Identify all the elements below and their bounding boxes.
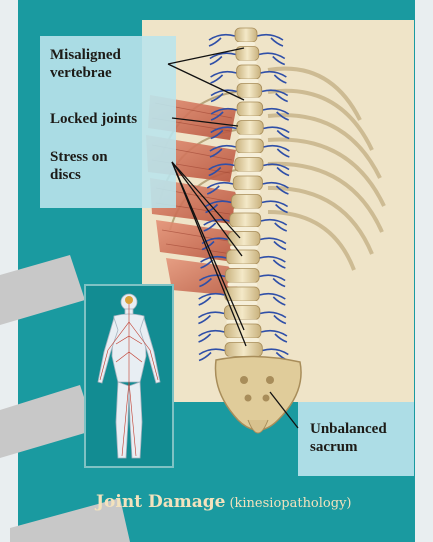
human-nervous-system-figure [86,286,172,466]
vertebra [225,287,260,301]
vertebra [225,269,259,283]
vertebra [225,343,262,357]
vertebra [237,121,264,135]
vertebra [237,102,263,116]
title-subtitle: (kinesiopathology) [229,496,351,511]
disc [234,209,260,213]
diagram-title: Joint Damage (kinesiopathology) [96,492,426,526]
disc [238,61,257,65]
label-misaligned-vertebrae: Misaligned vertebrae [50,46,121,82]
disc [238,153,261,157]
disc [239,79,259,83]
vertebra [227,250,260,264]
vertebra [224,306,260,320]
label-stress-on-discs: Stress on discs [50,148,108,184]
vertebra [233,176,262,190]
label-locked-joints: Locked joints [50,110,137,128]
vertebra [237,84,262,98]
label-unbalanced-sacrum: Unbalanced sacrum [310,420,387,456]
vertebra [237,65,261,79]
disc [235,190,260,194]
disc [237,172,261,176]
disc [239,116,261,120]
vertebra [232,195,262,209]
brain-highlight [125,296,133,304]
disc [239,135,262,139]
disc [232,227,259,231]
vertebra [235,158,263,172]
disc [229,264,258,268]
right-edge-stripe [415,0,433,542]
nervous-system-figure-box [84,284,174,468]
vertebra [235,28,257,42]
title-main: Joint Damage [96,492,225,512]
disc [226,320,258,324]
disc [237,42,255,46]
vertebra [236,139,263,153]
vertebra [230,213,261,227]
disc [227,283,257,287]
